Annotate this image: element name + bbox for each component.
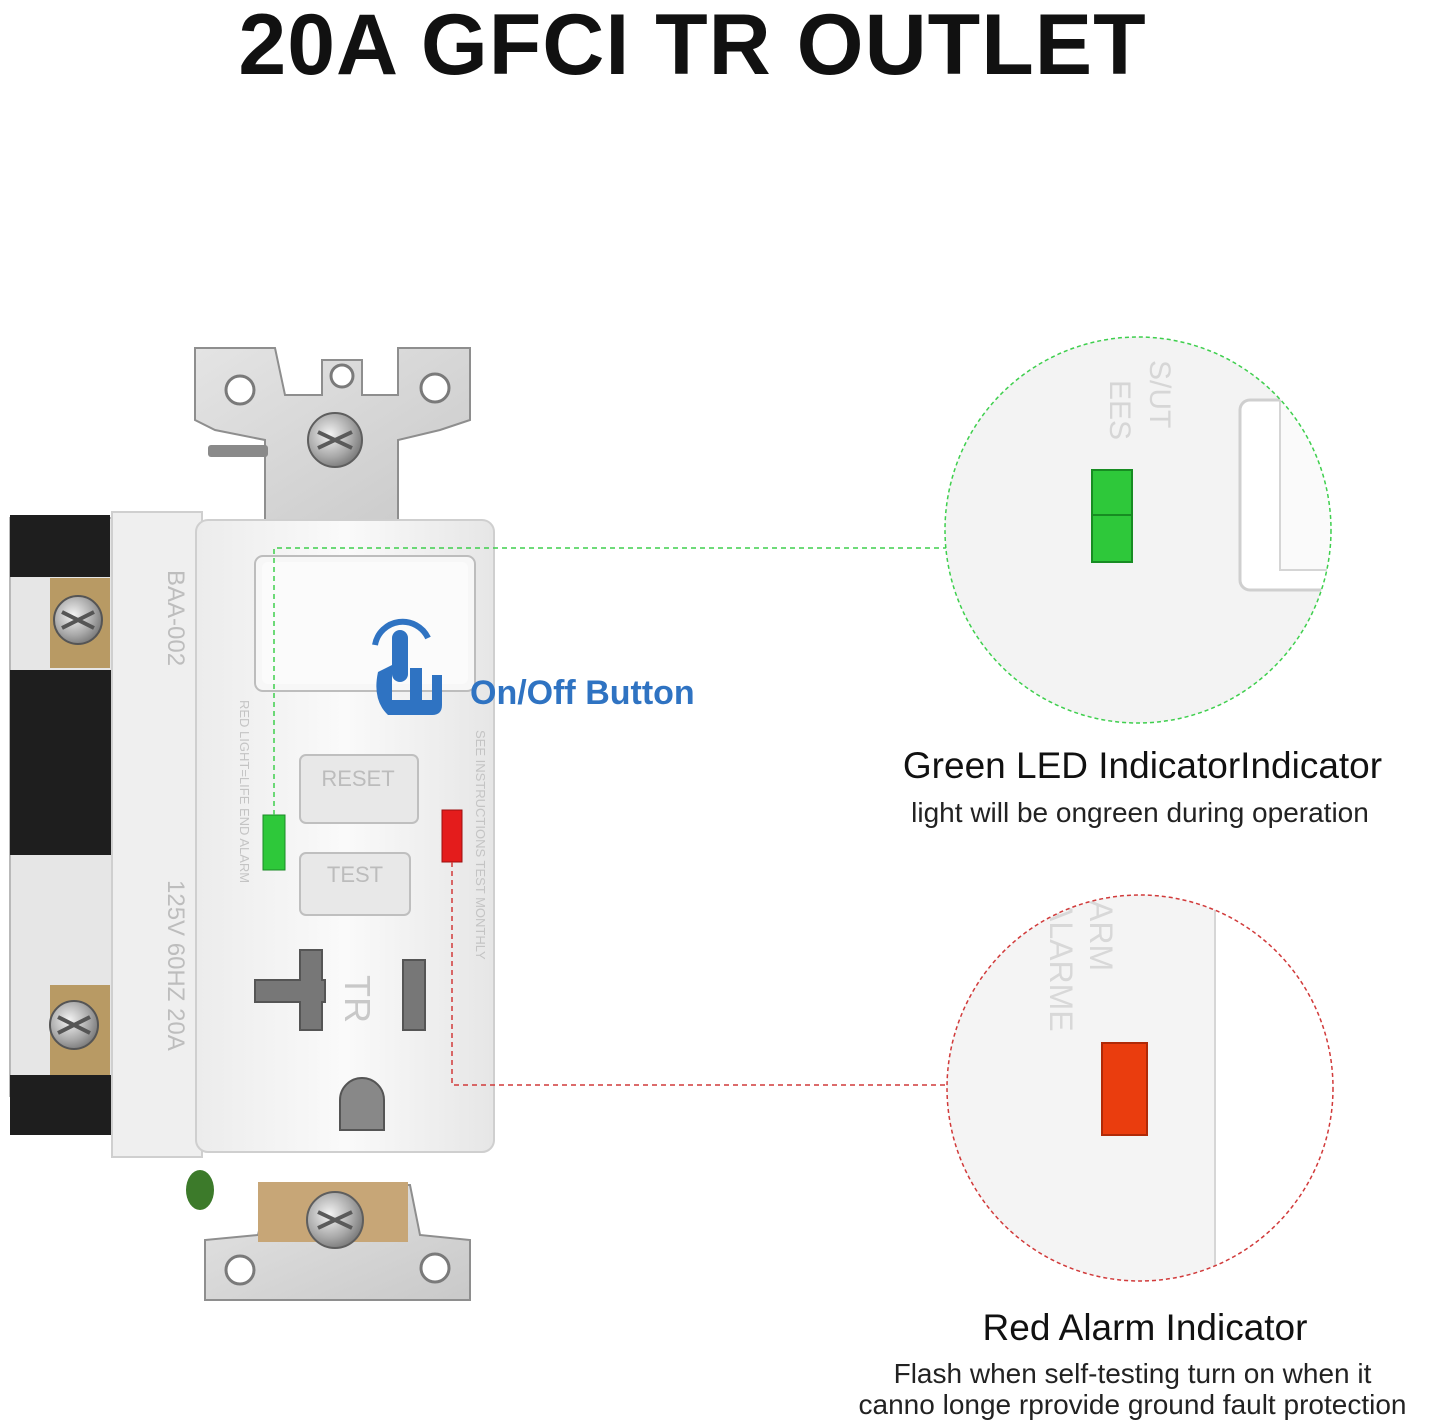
red-led-zoom xyxy=(1101,1042,1148,1136)
ground-screw-icon xyxy=(186,1170,214,1210)
tr-mark: TR xyxy=(337,975,378,1023)
reset-button[interactable]: RESET xyxy=(299,754,419,824)
model-text: BAA-002 xyxy=(162,570,189,666)
red-indicator-title: Red Alarm Indicator xyxy=(982,1307,1308,1348)
tap-hand-icon xyxy=(372,618,442,715)
life-end-text: RED LIGHT=LIFE END ALARM xyxy=(237,700,252,883)
red-indicator-description-line1: Flash when self-testing turn on when it xyxy=(893,1358,1372,1389)
green-indicator-title: Green LED IndicatorIndicator xyxy=(902,745,1383,786)
svg-text:EES: EES xyxy=(1103,380,1136,440)
svg-text:S/UT: S/UT xyxy=(1143,360,1176,428)
instructions-text: SEE INSTRUCTIONS TEST MONTHLY xyxy=(473,730,488,960)
svg-text:ALARME: ALARME xyxy=(1043,900,1079,1032)
green-indicator-description: light will be ongreen during operation xyxy=(911,797,1369,828)
page-title: 20A GFCI TR OUTLET xyxy=(238,0,1147,93)
green-callout-line xyxy=(273,547,947,815)
ground-slot xyxy=(339,1077,385,1131)
reset-label: RESET xyxy=(321,766,394,791)
green-zoom-circle: EES S/UT xyxy=(944,336,1332,724)
bottom-mounting-strap xyxy=(186,1170,471,1301)
svg-text:ARM: ARM xyxy=(1083,900,1119,971)
receptacle-slots: TR xyxy=(254,949,426,1131)
test-button[interactable]: TEST xyxy=(299,852,411,916)
on-off-button[interactable] xyxy=(254,555,476,692)
red-led xyxy=(441,809,463,863)
green-led xyxy=(262,814,286,871)
on-off-button-label: On/Off Button xyxy=(470,674,695,712)
red-callout-line xyxy=(451,862,946,1086)
rating-text: 125V 60HZ 20A xyxy=(162,880,189,1051)
test-label: TEST xyxy=(327,862,383,887)
red-zoom-circle: ARM ALARME xyxy=(946,894,1334,1282)
top-mounting-strap xyxy=(194,347,471,521)
red-indicator-description-line2: canno longe rprovide ground fault protec… xyxy=(858,1389,1407,1420)
